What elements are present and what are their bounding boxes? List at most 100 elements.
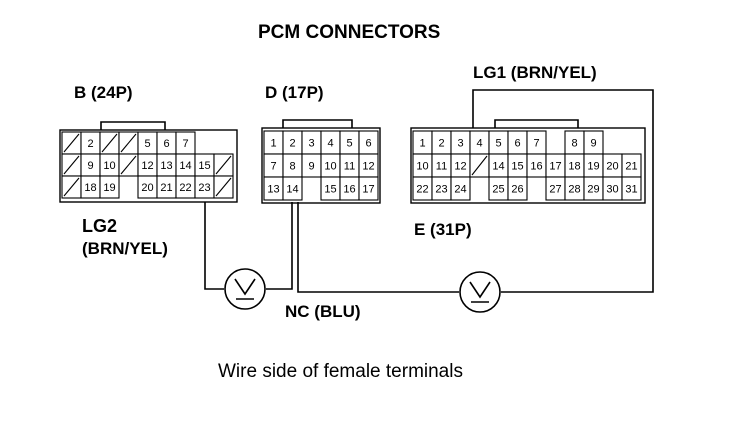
connector-d-pin-label: 1: [270, 138, 276, 150]
connector-b-blank-cavity-mark: [215, 155, 232, 175]
connector-b-pin-label: 13: [160, 160, 172, 172]
connector-b-blank-cavity-mark: [63, 155, 80, 175]
connector-e-pin-label: 21: [625, 161, 637, 173]
connector-b-pin-label: 22: [179, 182, 191, 194]
connector-e-pin-label: 11: [436, 161, 447, 173]
connector-e-pin-label: 24: [454, 184, 466, 196]
connector-e-pin-label: 7: [533, 138, 539, 150]
connector-e-pin-label: 12: [454, 161, 466, 173]
connector-b-pin-label: 19: [103, 182, 115, 194]
connector-e-pin-label: 10: [416, 161, 428, 173]
connector-b-pin-label: 20: [141, 182, 153, 194]
voltmeter-left: [224, 268, 266, 310]
connector-b-label: B (24P): [74, 83, 133, 102]
connector-e-cavity: [621, 176, 642, 201]
connector-e-pin-label: 29: [587, 184, 599, 196]
connector-b-pin-label: 23: [198, 182, 210, 194]
connector-e-pin-label: 23: [435, 184, 447, 196]
connector-e-cavity: [450, 176, 471, 201]
connector-d-pin-label: 6: [365, 138, 371, 150]
connector-d-cavity: [358, 176, 379, 201]
voltmeter-right-symbol: [469, 281, 491, 303]
wire-nc-left: [266, 202, 293, 290]
connector-e-pin-label: 22: [416, 184, 428, 196]
connector-d-label: D (17P): [265, 83, 324, 102]
connector-e-pin-label: 14: [492, 161, 504, 173]
connector-b-pin-label: 5: [144, 138, 150, 150]
connector-e-pin-label: 31: [625, 184, 637, 196]
diagram-title: PCM CONNECTORS: [258, 22, 440, 43]
connector-e-lock-tab: [494, 119, 579, 128]
connector-b-blank-cavity-mark: [63, 133, 80, 153]
connector-e-pin-label: 19: [587, 161, 599, 173]
connector-d-pin-label: 8: [289, 161, 295, 173]
connector-b-pin-label: 12: [141, 160, 153, 172]
wire-nc-right: [297, 202, 459, 293]
connector-e-pin-label: 5: [495, 138, 501, 150]
connector-b-pin-label: 2: [87, 138, 93, 150]
connector-e-pin-label: 15: [511, 161, 523, 173]
connector-e-pin-label: 2: [438, 138, 444, 150]
diagram-caption: Wire side of female terminals: [218, 361, 463, 382]
connector-b-grid: 2 5 6 7 9 10 12 13 14 15 18 19 20 21 22 23: [61, 131, 234, 199]
connector-d-pin-label: 5: [346, 138, 352, 150]
wire-lg1: [472, 89, 654, 293]
connector-b-blank-cavity-mark: [215, 177, 232, 197]
connector-b-cavity: [99, 175, 120, 199]
connector-e-pin-label: 27: [549, 184, 561, 196]
connector-b-lock-tab: [100, 121, 166, 130]
connector-b: 2 5 6 7 9 10 12 13 14 15 18 19 20 21 22 23: [59, 121, 238, 203]
connector-e-blank-cavity-mark: [471, 155, 488, 176]
connector-e-pin-label: 1: [419, 138, 425, 150]
connector-e-label: E (31P): [414, 220, 472, 239]
connector-d-pin-label: 17: [362, 184, 374, 196]
connector-d-pin-label: 4: [327, 138, 333, 150]
connector-e-pin-label: 6: [514, 138, 520, 150]
connector-b-blank-cavity-mark: [120, 133, 137, 153]
connector-d-cavity: [282, 176, 303, 201]
voltmeter-left-circle: [224, 268, 266, 310]
connector-d-pin-label: 13: [267, 184, 279, 196]
connector-d-pin-label: 12: [362, 161, 374, 173]
connector-e-pin-label: 4: [476, 138, 482, 150]
connector-e-pin-label: 25: [492, 184, 504, 196]
connector-d-pin-label: 2: [289, 138, 295, 150]
connector-d-pin-label: 10: [324, 161, 336, 173]
connector-b-pin-label: 14: [179, 160, 191, 172]
connector-e-pin-label: 20: [606, 161, 618, 173]
wire-nc-label: NC (BLU): [285, 302, 361, 321]
voltmeter-right-circle: [459, 271, 501, 313]
connector-b-pin-label: 21: [160, 182, 172, 194]
connector-b-blank-cavity-mark: [63, 177, 80, 197]
connector-e-cavity: [507, 176, 528, 201]
connector-d-pin-label: 9: [308, 161, 314, 173]
connector-d-pin-label: 11: [344, 161, 355, 173]
wire-lg2-label-line2: (BRN/YEL): [82, 239, 168, 258]
wire-lg2: [204, 202, 224, 290]
connector-b-pin-label: 7: [182, 138, 188, 150]
voltmeter-left-symbol: [234, 278, 256, 300]
connector-d-pin-label: 14: [286, 184, 298, 196]
connector-e-pin-label: 26: [511, 184, 523, 196]
connector-e-pin-label: 18: [568, 161, 580, 173]
connector-b-pin-label: 10: [103, 160, 115, 172]
connector-b-pin-label: 18: [84, 182, 96, 194]
connector-b-blank-cavity-mark: [120, 155, 137, 175]
voltmeter-right: [459, 271, 501, 313]
connector-b-pin-label: 9: [87, 160, 93, 172]
connector-d-lock-tab: [282, 119, 353, 128]
connector-e-pin-label: 8: [571, 138, 577, 150]
connector-e-pin-label: 28: [568, 184, 580, 196]
connector-b-pin-label: 15: [198, 160, 210, 172]
connector-d-pin-label: 3: [308, 138, 314, 150]
wire-lg1-label: LG1 (BRN/YEL): [473, 63, 597, 82]
connector-d-pin-label: 15: [324, 184, 336, 196]
connector-b-pin-label: 6: [163, 138, 169, 150]
connector-d-pin-label: 16: [343, 184, 355, 196]
connector-e-pin-label: 17: [549, 161, 561, 173]
